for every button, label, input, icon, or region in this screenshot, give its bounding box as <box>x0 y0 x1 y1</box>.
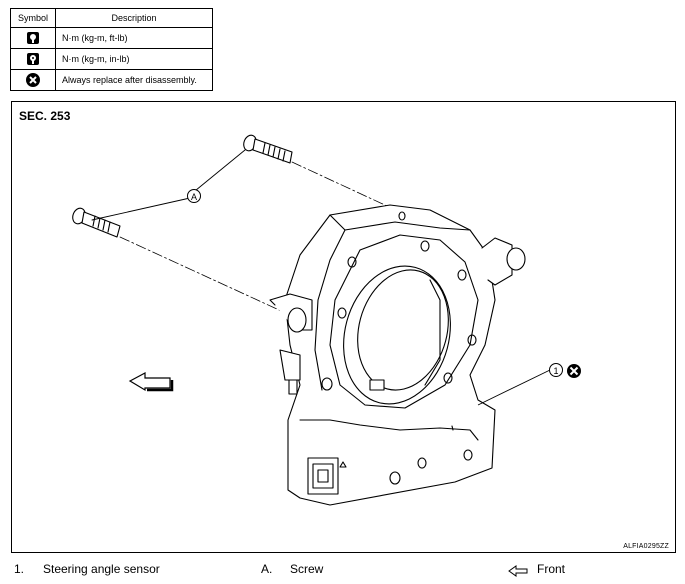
section-label: SEC. 253 <box>19 109 71 123</box>
callout-1-label: 1 <box>553 366 558 376</box>
torque-wrench-small-icon <box>27 53 39 65</box>
legend-row: N·m (kg-m, ft-lb) <box>10 27 213 49</box>
legend-header-row: Symbol Description <box>10 8 213 28</box>
legend-description: Always replace after disassembly. <box>55 69 213 91</box>
screw-upper <box>243 134 293 164</box>
item-1-number: 1. <box>14 562 25 576</box>
item-1-label: Steering angle sensor <box>43 562 160 576</box>
figure-id: ALFIA0295ZZ <box>623 543 669 550</box>
symbol-legend-table: Symbol Description N·m (kg-m, ft-lb) N·m… <box>10 8 213 91</box>
legend-row: Always replace after disassembly. <box>10 69 213 91</box>
front-label: Front <box>537 562 566 576</box>
replace-part-icon <box>567 364 581 378</box>
callout-a-label: A <box>191 192 197 202</box>
front-arrow-icon <box>128 372 174 392</box>
screw-lower <box>72 207 121 238</box>
item-a-label: Screw <box>290 562 324 576</box>
replace-part-icon <box>26 73 40 87</box>
figure-frame <box>11 101 676 553</box>
front-arrow-icon <box>508 565 528 577</box>
item-a-letter: A. <box>261 562 273 576</box>
torque-wrench-icon <box>27 32 39 44</box>
